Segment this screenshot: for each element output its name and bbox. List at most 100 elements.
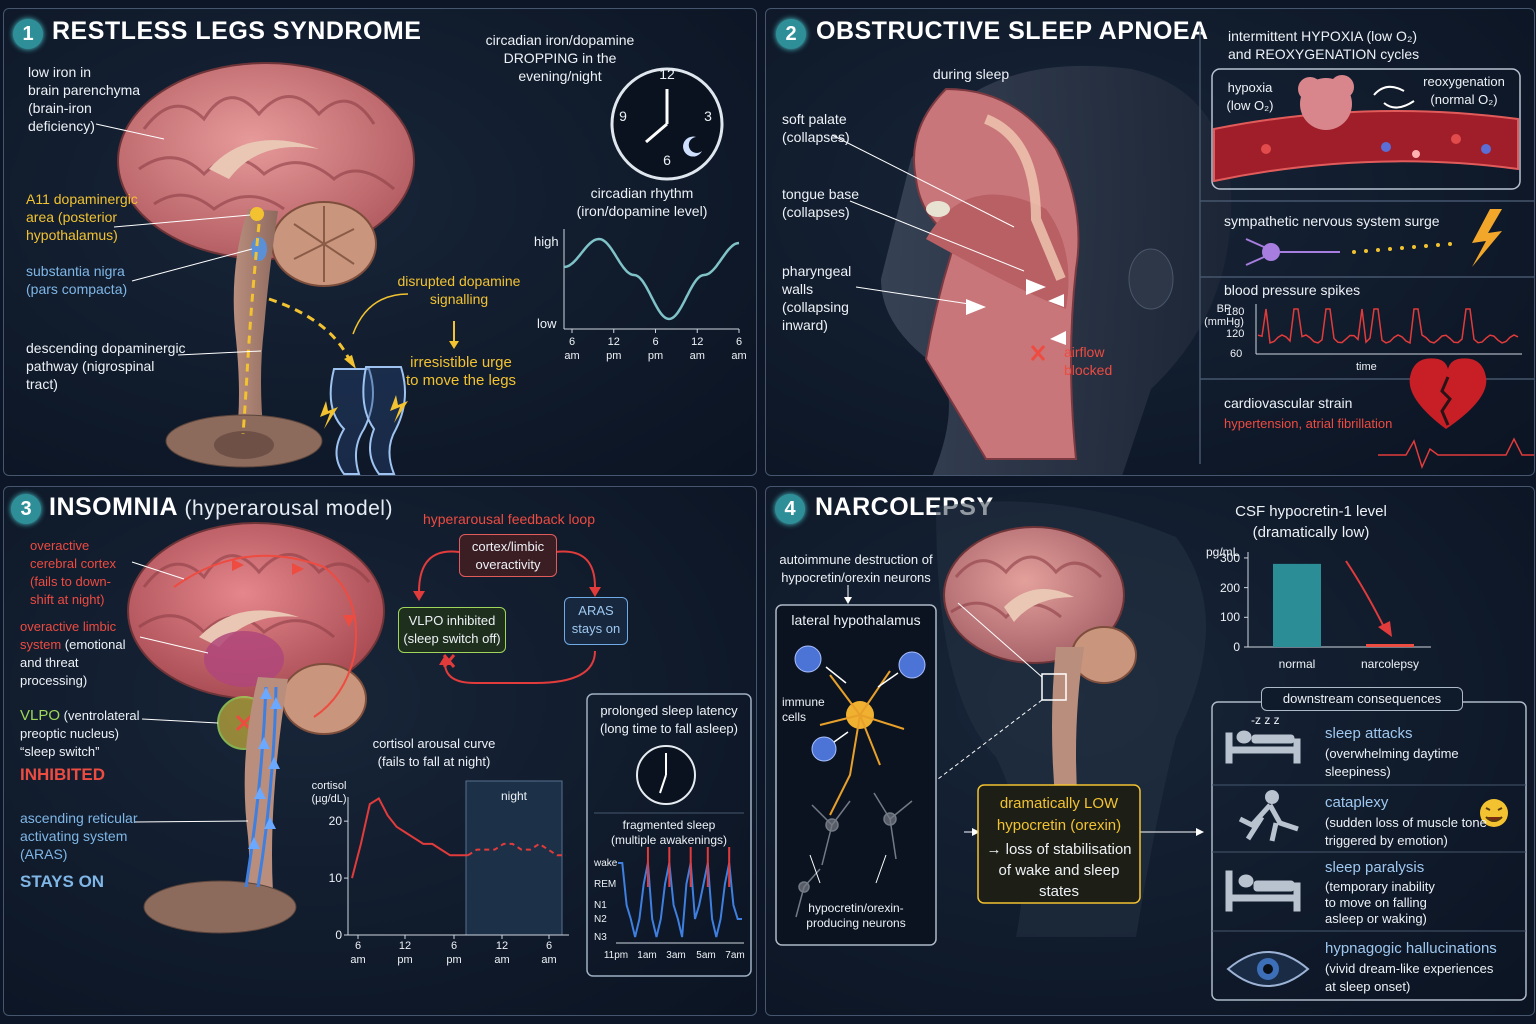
y-tick-label: 10: [328, 871, 342, 886]
immune-cell-icon: [794, 645, 926, 762]
axis-low: low: [537, 316, 557, 331]
fragmented-label: fragmented sleep (multiple awakenings): [610, 818, 728, 847]
clock-label-12: 12: [659, 66, 675, 82]
limbic-rest: (emotional and threat processing): [20, 637, 126, 688]
x-tick-label: 12 pm: [397, 940, 413, 966]
hyp-time-label: 3am: [666, 950, 686, 961]
x-tick-label: 12 am: [689, 336, 705, 362]
night-label: night: [500, 789, 528, 803]
bp-spikes-title: blood pressure spikes: [1224, 282, 1361, 298]
sleep-paralysis-title: sleep paralysis: [1325, 859, 1425, 876]
bp-tick-180: 180: [1226, 306, 1245, 318]
stays-on-label: STAYS ON: [20, 872, 105, 891]
panel-narcolepsy: 4 NARCOLEPSY: [765, 486, 1535, 1016]
x-tick-label: 6 am: [350, 940, 366, 966]
downstream-header: downstream consequences: [1261, 687, 1463, 711]
substantia-nigra-label: substantia nigra (pars compacta): [26, 263, 128, 297]
lateral-hypothalamus-label: lateral hypothalamus: [791, 612, 921, 628]
hallucinations-desc: (vivid dream-like experiences at sleep o…: [1325, 961, 1494, 994]
descending-pathway-label: descending dopaminergic pathway (nigrosp…: [26, 340, 186, 392]
disrupted-signalling-label: disrupted dopamine signalling: [397, 273, 521, 307]
axis-high: high: [534, 234, 559, 249]
bp-time-label: time: [1356, 361, 1377, 373]
y-tick-label: 20: [328, 814, 342, 829]
neuron-icon: [1245, 238, 1340, 266]
sleep-attacks-desc: (overwhelming daytime sleepiness): [1325, 746, 1459, 779]
orexin-neuron-icon: [819, 670, 905, 816]
bed-sleeping-icon: [1225, 730, 1301, 764]
clock-icon: [636, 745, 696, 805]
producing-neurons-label: hypocretin/orexin- producing neurons: [806, 901, 906, 930]
lightning-icon: [1472, 209, 1502, 267]
bed-paralysis-icon: [1225, 870, 1301, 912]
feedback-loop-title: hyperarousal feedback loop: [422, 511, 595, 527]
panel-insomnia: 3 INSOMNIA (hyperarousal model): [3, 486, 757, 1016]
limbic-red: overactive limbic system: [20, 619, 117, 652]
brain-hyperarousal-icon: [127, 522, 752, 977]
cardio-strain-label: cardiovascular strain: [1224, 395, 1353, 411]
brain-sagittal-icon: [95, 62, 724, 475]
panel-sleep-apnoea: 2 OBSTRUCTIVE SLEEP APNOEA: [765, 8, 1535, 476]
aras-label: ascending reticular activating system (A…: [20, 810, 138, 862]
x-tick-label: 12 pm: [606, 336, 622, 362]
restless-legs-icon: [329, 366, 406, 475]
vlpo-green: VLPO: [20, 707, 61, 724]
cardio-strain-sub: hypertension, atrial fibrillation: [1224, 416, 1393, 431]
bp-tick-60: 60: [1230, 348, 1243, 360]
panel-restless-legs: 1 RESTLESS LEGS SYNDROME: [3, 8, 757, 476]
panel-title: OBSTRUCTIVE SLEEP APNOEA: [816, 17, 1209, 45]
hallucinations-title: hypnagogic hallucinations: [1325, 940, 1497, 957]
x-category-label: normal: [1278, 657, 1316, 671]
sleep-paralysis-desc: (temporary inability to move on falling …: [1325, 879, 1435, 926]
during-sleep-label: during sleep: [932, 66, 1010, 82]
vlpo-label: VLPO (ventrolateral preoptic nucleus) “s…: [20, 707, 140, 761]
clock-moon-icon: [610, 67, 724, 181]
clock-label-9: 9: [619, 108, 627, 124]
title-main: INSOMNIA: [49, 493, 178, 521]
limbic-label: overactive limbic system (emotional and …: [20, 618, 126, 690]
x-tick-label: 6 am: [564, 336, 580, 362]
tongue-base-label: tongue base (collapses): [782, 186, 860, 220]
falling-person-icon: [1238, 790, 1299, 842]
hypoxia-cycles-title: intermittent HYPOXIA (low O₂) and REOXYG…: [1228, 28, 1420, 62]
hypoxia-label: hypoxia (low O₂): [1226, 80, 1274, 113]
bar-narcolepsy: [1366, 644, 1414, 647]
clock-label-3: 3: [704, 108, 712, 124]
panel-number: 4: [775, 494, 805, 524]
low-iron-label: low iron in brain parenchyma (brain-iron…: [28, 64, 141, 134]
sleep-attacks-title: sleep attacks: [1325, 725, 1413, 742]
sympathetic-surge-label: sympathetic nervous system surge: [1224, 213, 1440, 229]
cortisol-ylabel: cortisol (µg/dL): [311, 780, 347, 805]
pharyngeal-walls-label: pharyngeal walls (collapsing inward): [782, 263, 852, 333]
laughing-face-icon: [1480, 799, 1508, 827]
autoimmune-label: autoimmune destruction of hypocretin/ore…: [779, 552, 933, 585]
csf-title: CSF hypocretin-1 level (dramatically low…: [1235, 503, 1387, 541]
title-sub: (hyperarousal model): [184, 497, 393, 520]
x-tick-label: 6 am: [731, 336, 747, 362]
cataplexy-desc: (sudden loss of muscle tone triggered by…: [1325, 815, 1487, 848]
loop-aras-box: ARAS stays on: [564, 597, 628, 645]
inhibited-label: INHIBITED: [20, 765, 105, 784]
hyp-level-label: N1: [594, 900, 607, 911]
x-category-label: narcolepsy: [1360, 657, 1420, 671]
x-tick-label: 6 am: [541, 940, 557, 966]
hyp-level-label: REM: [594, 879, 617, 890]
eye-icon: [1226, 951, 1310, 987]
x-tick-label: 6 pm: [647, 336, 664, 362]
hyp-time-label: 11pm: [603, 950, 629, 961]
hyp-time-label: 1am: [637, 950, 657, 961]
rhythm-series-line: [563, 237, 740, 321]
circadian-rhythm-chart: [563, 229, 740, 333]
hyp-time-label: 7am: [725, 950, 745, 961]
reoxygenation-label: reoxygenation (normal O₂): [1423, 74, 1505, 107]
latency-label: prolonged sleep latency (long time to fa…: [599, 703, 738, 736]
loop-vlpo-box: VLPO inhibited (sleep switch off): [398, 607, 506, 653]
immune-cells-label: immune cells: [782, 695, 825, 724]
panel-title: RESTLESS LEGS SYNDROME: [52, 17, 422, 45]
cortisol-title: cortisol arousal curve (fails to fall at…: [372, 736, 496, 769]
hyp-level-label: N3: [594, 932, 607, 943]
bp-tick-120: 120: [1226, 328, 1245, 340]
airflow-blocked-label: airflow blocked: [1064, 344, 1113, 378]
circadian-note: circadian iron/dopamine DROPPING in the …: [485, 32, 635, 84]
blood-vessel-icon: [1213, 75, 1519, 183]
